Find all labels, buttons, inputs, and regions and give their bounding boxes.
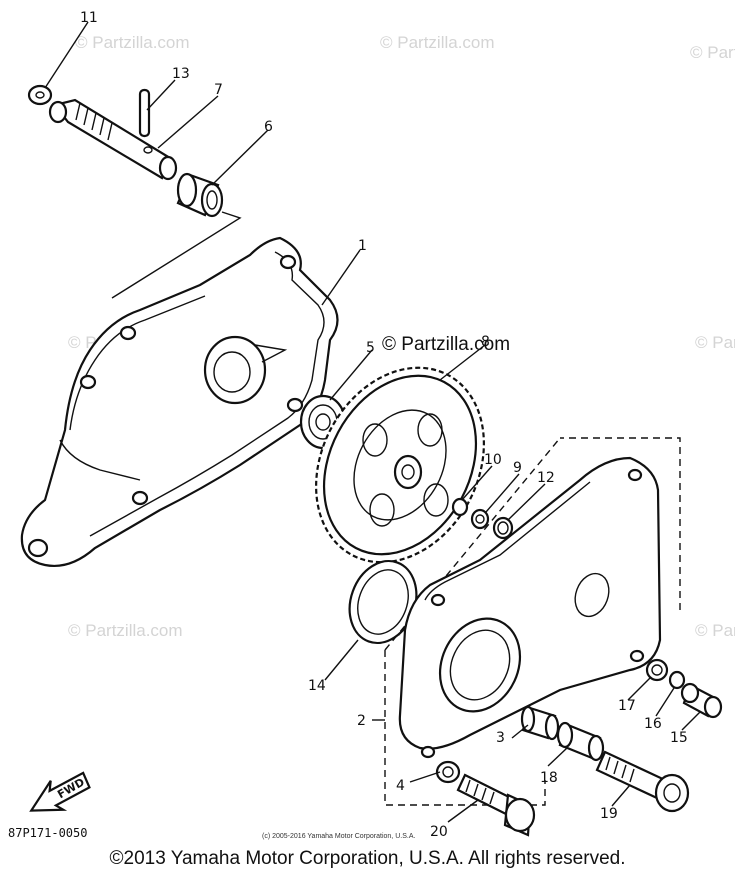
- part-4-bushing: [435, 760, 461, 784]
- part-15-screw: [680, 682, 723, 719]
- callout-6: 6: [264, 119, 273, 135]
- part-19-bolt: [595, 750, 690, 813]
- part-20-bolt: [456, 773, 536, 837]
- part-18-dowel: [556, 721, 605, 762]
- part-3-dowel: [520, 705, 560, 741]
- watermark: © Partzilla.com: [75, 33, 190, 52]
- leader-lines: [44, 21, 701, 823]
- copyright-footer: ©2013 Yamaha Motor Corporation, U.S.A. A…: [109, 848, 626, 869]
- part-12-circlip: [492, 516, 514, 540]
- callout-12: 12: [537, 470, 555, 486]
- small-copyright: (c) 2005-2016 Yamaha Motor Corporation, …: [262, 833, 416, 840]
- part-6-bushing: [176, 172, 224, 218]
- callout-17: 17: [618, 698, 636, 714]
- part-8-gear: [315, 366, 485, 564]
- drawing-code: 87P171-0050: [8, 826, 88, 840]
- callout-9: 9: [513, 460, 522, 476]
- part-2-cover: [384, 437, 681, 806]
- callout-16: 16: [644, 716, 662, 732]
- callout-5: 5: [366, 340, 375, 356]
- callout-2: 2: [357, 713, 366, 729]
- watermark: © Partzilla.com: [695, 333, 735, 352]
- watermark: © Partzilla.com: [695, 621, 735, 640]
- callout-4: 4: [396, 778, 405, 794]
- part-1-cover: [20, 236, 339, 567]
- callout-8: 8: [481, 334, 490, 350]
- callout-15: 15: [670, 730, 688, 746]
- part-9-washer: [470, 508, 490, 530]
- part-13-pin: [138, 88, 151, 138]
- watermark-main: © Partzilla.com: [382, 334, 510, 355]
- part-7-shaft: [48, 98, 178, 181]
- callout-19: 19: [600, 806, 618, 822]
- part-16-washer: [668, 670, 686, 690]
- part-10-washer: [451, 497, 469, 517]
- callout-11: 11: [80, 10, 98, 26]
- callout-13: 13: [172, 66, 190, 82]
- callout-14: 14: [308, 678, 326, 694]
- callout-20: 20: [430, 824, 448, 840]
- callout-3: 3: [496, 730, 505, 746]
- watermark: © Partzilla.com: [68, 621, 183, 640]
- callout-10: 10: [484, 452, 502, 468]
- fwd-arrow-icon: FWD: [29, 771, 91, 812]
- part-11-washer: [27, 84, 53, 106]
- watermark: © Partzilla.com: [380, 33, 495, 52]
- callout-18: 18: [540, 770, 558, 786]
- callout-1: 1: [358, 238, 367, 254]
- callout-7: 7: [214, 82, 223, 98]
- callout-numbers: 11 13 7 6 1 5 8 10 9 12 14 2 3 4 18 19 2…: [80, 10, 688, 840]
- part-17-washer: [645, 658, 669, 682]
- watermark: © Partzilla.com: [690, 43, 735, 62]
